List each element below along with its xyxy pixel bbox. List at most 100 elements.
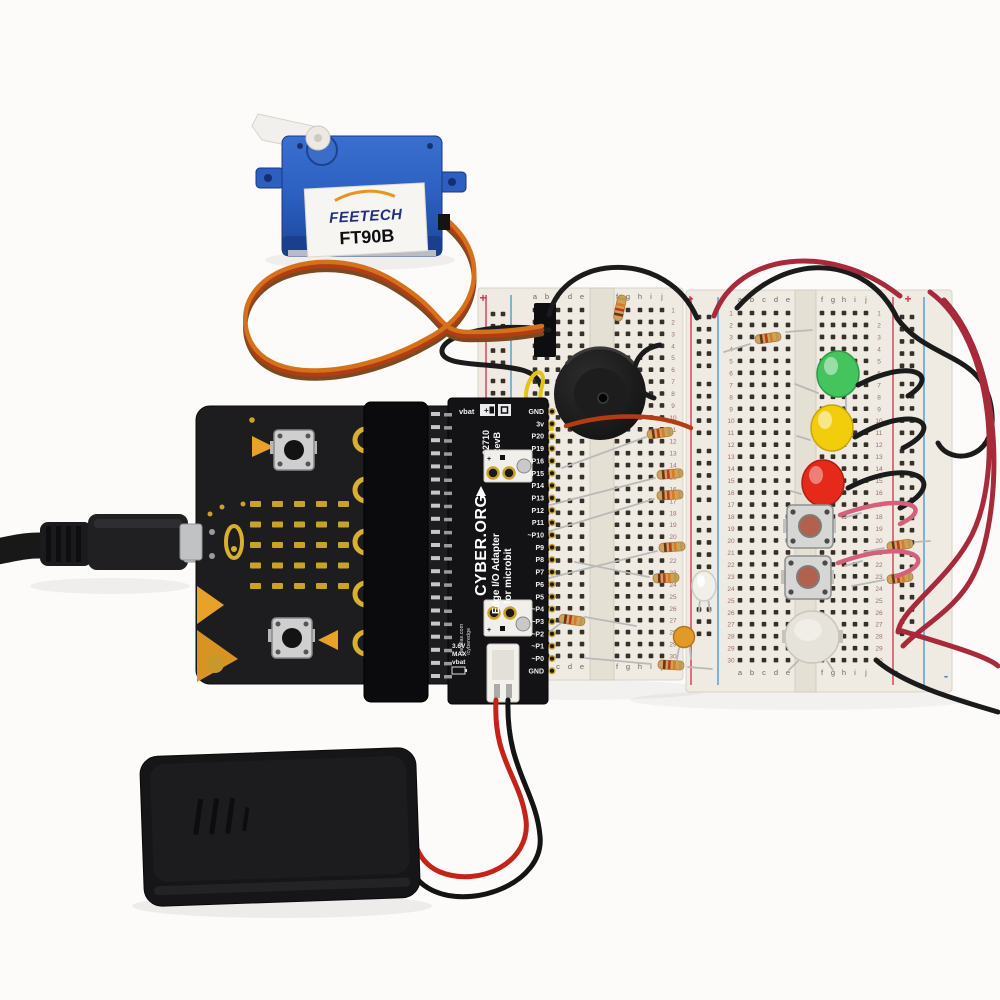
- matrix-led-pad: [294, 542, 305, 548]
- breadboard-hole: [614, 331, 620, 337]
- breadboard-hole: [567, 582, 573, 587]
- row-number: 18: [669, 510, 677, 517]
- breadboard-hole: [899, 339, 905, 344]
- breadboard-hole: [899, 406, 905, 411]
- breadboard-hole: [773, 633, 779, 639]
- pin-label: P16: [532, 458, 545, 465]
- breadboard-hole: [625, 522, 631, 528]
- breadboard-hole: [659, 522, 665, 528]
- breadboard-hole: [737, 394, 743, 400]
- breadboard-hole: [852, 645, 858, 651]
- breadboard-hole: [749, 526, 755, 531]
- breadboard-hole: [614, 522, 620, 528]
- row-number: 20: [875, 538, 883, 545]
- breadboard-hole: [841, 538, 847, 543]
- connector-pin: [444, 491, 452, 496]
- row-number: 14: [669, 463, 677, 470]
- servo-motor: FEETECH FT90B: [243, 113, 545, 381]
- row-number: 12: [727, 442, 735, 449]
- breadboard-hole: [737, 562, 743, 567]
- connector-pin: [431, 569, 440, 574]
- breadboard-hole: [637, 617, 643, 623]
- breadboard-hole: [749, 645, 755, 651]
- breadboard-hole: [749, 382, 755, 388]
- row-number: 18: [875, 514, 883, 521]
- breadboard-hole: [773, 538, 779, 543]
- pin-hole: [548, 605, 556, 613]
- connector-pin: [444, 648, 452, 653]
- breadboard-hole: [863, 633, 869, 639]
- breadboard-hole: [500, 390, 506, 396]
- breadboard-hole: [773, 502, 779, 507]
- breadboard-hole: [579, 331, 585, 337]
- breadboard-hole: [773, 478, 779, 483]
- breadboard-hole: [555, 319, 561, 325]
- component-lead: [549, 477, 656, 506]
- component-lead: [863, 547, 885, 553]
- breadboard-hole: [648, 462, 654, 468]
- breadboard-hole: [637, 522, 643, 528]
- micro-usb-port[interactable]: [179, 523, 203, 561]
- breadboard-hole: [852, 574, 858, 579]
- breadboard-hole: [819, 346, 825, 352]
- breadboard-hole: [637, 450, 643, 456]
- matrix-led-pad: [294, 521, 305, 528]
- usb-cable: [0, 514, 205, 570]
- breadboard-hole: [863, 358, 869, 364]
- breadboard-hole: [909, 594, 915, 600]
- breadboard-hole: [659, 379, 665, 384]
- breadboard-hole: [637, 641, 643, 647]
- breadboard-hole: [567, 546, 573, 551]
- breadboard-hole: [773, 418, 779, 424]
- matrix-led-pad: [294, 562, 305, 569]
- row-number: 19: [727, 526, 735, 533]
- button-b[interactable]: [268, 617, 315, 659]
- breadboard-hole: [737, 370, 743, 376]
- breadboard-hole: [706, 552, 712, 557]
- breadboard-hole: [579, 343, 585, 349]
- row-number: 12: [875, 442, 883, 449]
- breadboard-hole: [637, 594, 643, 599]
- breadboard-hole: [773, 394, 779, 400]
- button-a[interactable]: [270, 429, 317, 471]
- matrix-led-pad: [338, 501, 349, 507]
- row-number: 5: [877, 358, 881, 365]
- black-jumper-wire: [631, 342, 663, 401]
- red-jumper-wire: [563, 414, 694, 431]
- breadboard-hole: [909, 339, 915, 344]
- breadboard-hole: [706, 497, 712, 503]
- breadboard-hole: [773, 442, 779, 447]
- microbit-led-matrix: [240, 501, 349, 589]
- breadboard-hole: [830, 550, 836, 555]
- breadboard-hole: [761, 526, 767, 531]
- connector-pin: [431, 412, 440, 416]
- breadboard-hole: [737, 538, 743, 543]
- row-number: 9: [877, 406, 881, 413]
- row-number: 13: [669, 451, 677, 458]
- breadboard-hole: [830, 597, 836, 603]
- button-b-triangle-marking: [318, 630, 338, 650]
- breadboard-hole: [737, 406, 743, 412]
- breadboard-hole: [555, 415, 561, 420]
- breadboard-hole: [785, 478, 791, 483]
- matrix-led-pad: [316, 521, 327, 528]
- breadboard-hole: [863, 454, 869, 459]
- breadboard-hole: [555, 427, 561, 432]
- dark-red-wire: [900, 297, 997, 649]
- breadboard-hole: [696, 393, 702, 399]
- breadboard-hole: [785, 382, 791, 388]
- breadboard-hole: [648, 605, 654, 611]
- breadboard-hole: [909, 406, 915, 411]
- breadboard-hole: [773, 621, 779, 627]
- breadboard-hole: [555, 594, 561, 599]
- site-line1: parallax.com: [459, 623, 465, 655]
- connector-pin: [444, 622, 452, 627]
- jumper-wires: [439, 258, 1000, 715]
- servo-brand: FEETECH: [329, 206, 404, 227]
- matrix-led-pad: [250, 562, 261, 569]
- breadboard-hole: [706, 515, 712, 521]
- row-number: 26: [727, 610, 735, 617]
- breadboard-hole: [637, 462, 643, 468]
- row-number: 24: [669, 582, 677, 589]
- breadboard-hole: [852, 621, 858, 627]
